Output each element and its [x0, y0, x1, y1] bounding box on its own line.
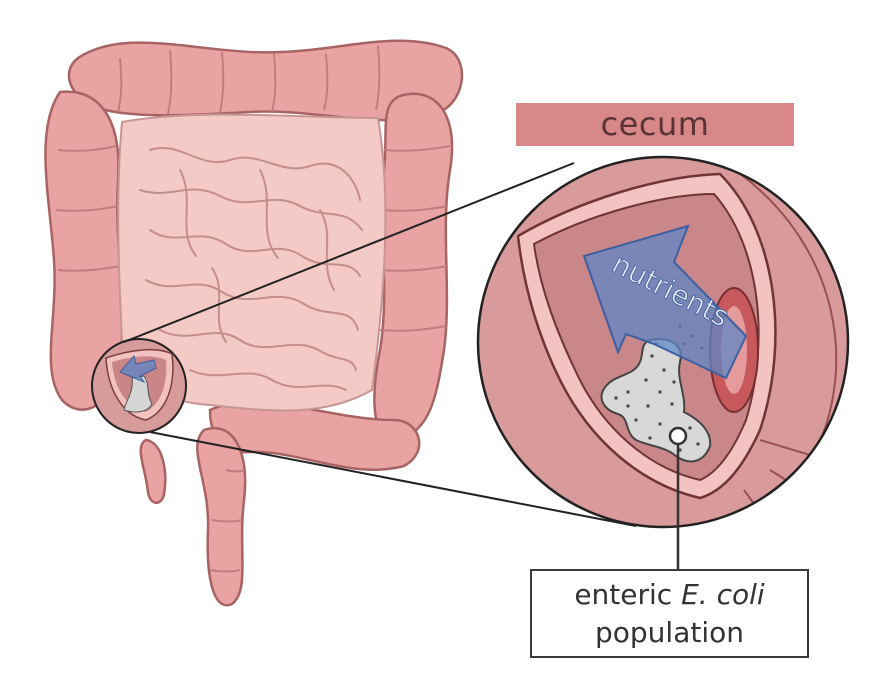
zoom-line-bottom: [149, 431, 637, 527]
callout-species: E. coli: [681, 578, 765, 611]
callout-line-1: enteric E. coli: [532, 576, 807, 614]
callout-pointer-dot: [668, 426, 688, 446]
callout-prefix: enteric: [574, 578, 682, 611]
small-intestine: [117, 113, 387, 412]
zoom-lines: [123, 162, 637, 527]
cecum-label: cecum: [516, 103, 794, 146]
mini-cecum-view: [91, 338, 187, 434]
large-intestine: [44, 39, 463, 607]
zoom-line-top: [123, 162, 575, 343]
arrow-dots: [678, 324, 704, 350]
callout-line-2: population: [595, 616, 744, 649]
ecoli-callout-box: enteric E. coli population: [530, 569, 809, 658]
nutrients-arrow: [582, 224, 748, 380]
